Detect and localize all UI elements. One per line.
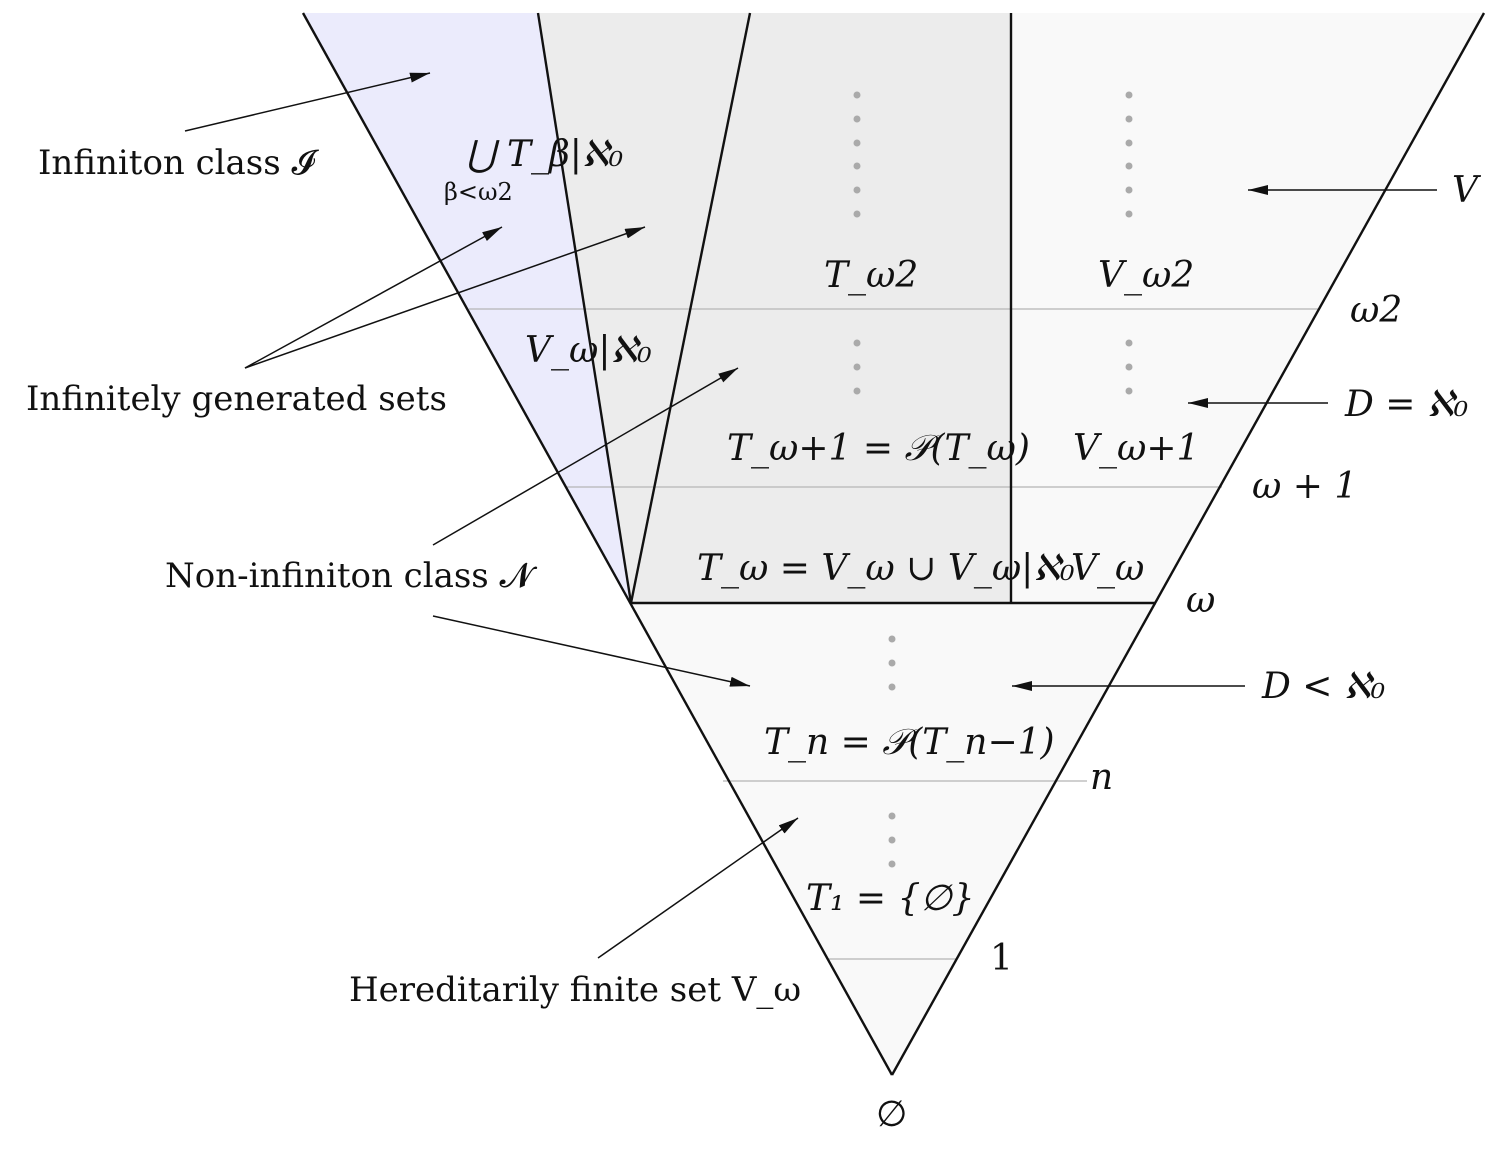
union-index-label: β<ω2 <box>444 178 513 206</box>
non-infiniton-region <box>631 13 1011 603</box>
T-omega-label: T_ω = V_ω ∪ V_ω|ℵ₀ <box>697 548 1075 589</box>
level-omega: ω <box>1186 580 1215 621</box>
union-T-label: ⋃ T_β|ℵ₀ <box>466 134 623 175</box>
infinitely-generated-label: Infinitely generated sets <box>26 379 447 419</box>
infiniton-boundary <box>536 12 633 604</box>
V-omega-restricted-label: V_ω|ℵ₀ <box>525 330 652 371</box>
arrow-non-infiniton-2 <box>432 615 751 687</box>
arrow-generated-1 <box>244 226 503 369</box>
arrow-infiniton <box>184 72 431 132</box>
T-1-label: T₁ = {∅} <box>806 878 975 919</box>
hereditarily-finite-label: Hereditarily finite set V_ω <box>349 970 801 1010</box>
infiniton-class-label: Infiniton class 𝓘 <box>38 143 320 183</box>
non-infiniton-boundary <box>629 12 752 604</box>
outer-left-edge <box>301 12 894 1076</box>
T-n-label: T_n = 𝒫(T_n−1) <box>764 722 1055 763</box>
level-omega-plus-1: ω + 1 <box>1252 466 1357 507</box>
level-1: 1 <box>990 938 1013 979</box>
V-omega-label: V_ω <box>1071 548 1144 589</box>
T-omega2-label: T_ω2 <box>824 255 918 296</box>
V-omega2-label: V_ω2 <box>1098 255 1194 296</box>
D-equals-aleph0-label: D = ℵ₀ <box>1344 384 1468 425</box>
level-omega2: ω2 <box>1350 290 1402 331</box>
V-omega-plus-1-label: V_ω+1 <box>1073 428 1199 469</box>
infinitely-generated-region <box>538 13 750 603</box>
arrow-non-infiniton-1 <box>432 367 739 546</box>
non-infiniton-class-label: Non-infiniton class 𝓝 <box>165 556 538 596</box>
dots <box>853 91 1133 868</box>
arrows <box>184 72 1437 959</box>
V-label: V <box>1452 170 1482 211</box>
T-omega-plus-1-label: T_ω+1 = 𝒫(T_ω) <box>727 428 1030 469</box>
v-right-region <box>1011 13 1484 603</box>
level-empty: ∅ <box>876 1094 907 1135</box>
level-n: n <box>1090 757 1113 798</box>
arrow-hereditarily-finite <box>597 817 799 959</box>
level-lines <box>469 308 1320 960</box>
arrow-generated-2 <box>244 226 646 369</box>
D-less-aleph0-label: D < ℵ₀ <box>1261 666 1385 707</box>
